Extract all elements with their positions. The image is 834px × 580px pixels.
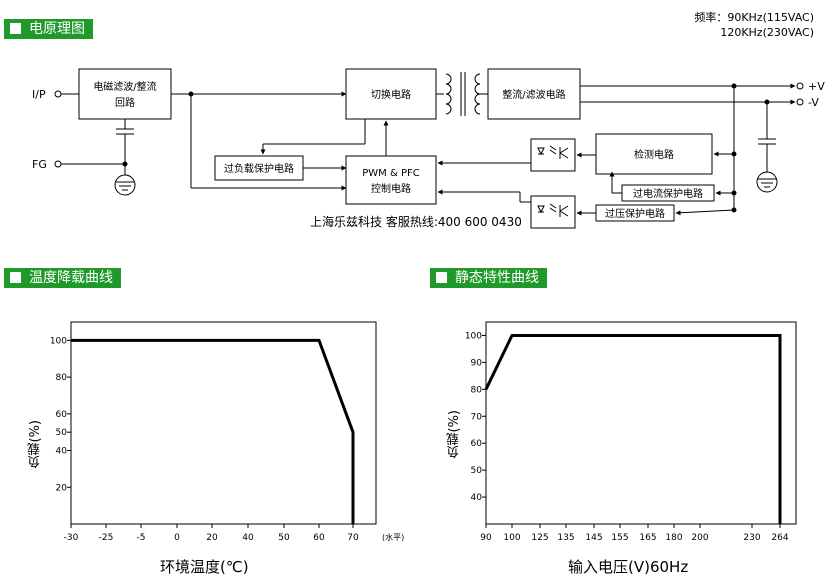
fg-label: FG [32, 158, 47, 171]
y-tick-label: 50 [471, 466, 483, 476]
ocp-block-label: 过电流保护电路 [633, 187, 703, 200]
input-label: I/P [32, 88, 46, 101]
static-y-axis-label: 负载(%) [447, 410, 462, 459]
derating-plot-frame [70, 321, 377, 525]
static-plot-frame [485, 321, 797, 525]
x-tick-label: 100 [503, 533, 520, 543]
x-unit-note: (水平) [382, 532, 404, 542]
y-tick-label: 80 [56, 373, 68, 383]
y-tick-label: 100 [465, 331, 482, 341]
pwm-block-line2: 控制电路 [371, 182, 411, 195]
y-tick-label: 20 [56, 483, 68, 493]
static-curve [484, 333, 782, 524]
x-tick-label: 20 [206, 533, 218, 543]
frequency-note: 频率：90KHz(115VAC) 120KHz(230VAC) [694, 10, 814, 40]
x-tick-label: 155 [611, 533, 628, 543]
square-bullet-icon [10, 272, 21, 283]
y-tick-label: 40 [471, 493, 483, 503]
static-section-header: 静态特性曲线 [430, 268, 547, 288]
pwm-block-line1: PWM & PFC [362, 168, 419, 179]
schematic-section-header: 电原理图 [4, 19, 93, 39]
x-tick-label: 165 [639, 533, 656, 543]
output-negative-label: -V [808, 96, 819, 109]
x-tick-label: -5 [137, 533, 146, 543]
derating-y-axis-label: 负载(%) [28, 420, 43, 469]
switch-block-label: 切换电路 [371, 88, 411, 101]
overload-block-label: 过负载保护电路 [224, 162, 294, 175]
derating-chart: -30 -25 -5 0 20 40 50 60 70 (水平) 20 40 50 60 80 100 [50, 321, 404, 543]
schematic-diagram: I/P FG 电磁滤波/整流 回路 切换电路 整流/滤波电路 过负载保护电路 P… [32, 68, 825, 229]
y-tick-label: 60 [471, 439, 483, 449]
x-tick-label: -30 [64, 533, 79, 543]
x-tick-label: 0 [174, 533, 180, 543]
y-tick-label: 60 [56, 410, 68, 420]
emi-block-line2: 回路 [115, 96, 135, 109]
ovp-block-label: 过压保护电路 [605, 207, 665, 220]
derating-curve [71, 338, 355, 524]
y-tick-label: 80 [471, 385, 483, 395]
x-tick-label: 180 [665, 533, 682, 543]
rectifier-block-label: 整流/滤波电路 [502, 88, 565, 101]
y-tick-label: 90 [471, 358, 483, 368]
frequency-line-1: 频率：90KHz(115VAC) [694, 11, 814, 24]
x-tick-label: 200 [691, 533, 708, 543]
x-tick-label: 264 [771, 533, 788, 543]
schematic-title: 电原理图 [29, 21, 85, 37]
y-tick-label: 70 [471, 412, 483, 422]
detect-block-label: 检测电路 [634, 148, 674, 161]
emi-block-line1: 电磁滤波/整流 [93, 80, 156, 93]
x-tick-label: -25 [99, 533, 114, 543]
y-tick-label: 50 [56, 428, 68, 438]
x-tick-label: 145 [585, 533, 602, 543]
x-tick-label: 90 [480, 533, 492, 543]
static-title: 静态特性曲线 [455, 270, 539, 286]
derating-x-axis-label: 环境温度(℃) [160, 558, 249, 576]
x-tick-label: 230 [743, 533, 760, 543]
x-tick-label: 60 [313, 533, 325, 543]
contact-text: 上海乐兹科技 客服热线:400 600 0430 [310, 214, 522, 229]
y-tick-label: 40 [56, 447, 68, 457]
x-tick-label: 70 [347, 533, 359, 543]
y-tick-label: 100 [50, 336, 67, 346]
static-chart: 90 100 125 135 145 155 165 180 200 230 264 40 50 60 70… [465, 321, 797, 543]
square-bullet-icon [436, 272, 447, 283]
x-tick-label: 50 [278, 533, 290, 543]
x-tick-label: 40 [242, 533, 254, 543]
derating-section-header: 温度降载曲线 [4, 268, 121, 288]
static-x-axis-label: 输入电压(V)60Hz [568, 558, 689, 576]
x-tick-label: 125 [531, 533, 548, 543]
derating-title: 温度降载曲线 [29, 270, 113, 286]
frequency-line-2: 120KHz(230VAC) [720, 26, 814, 39]
x-tick-label: 135 [557, 533, 574, 543]
output-positive-label: +V [808, 80, 825, 93]
square-bullet-icon [10, 23, 21, 34]
